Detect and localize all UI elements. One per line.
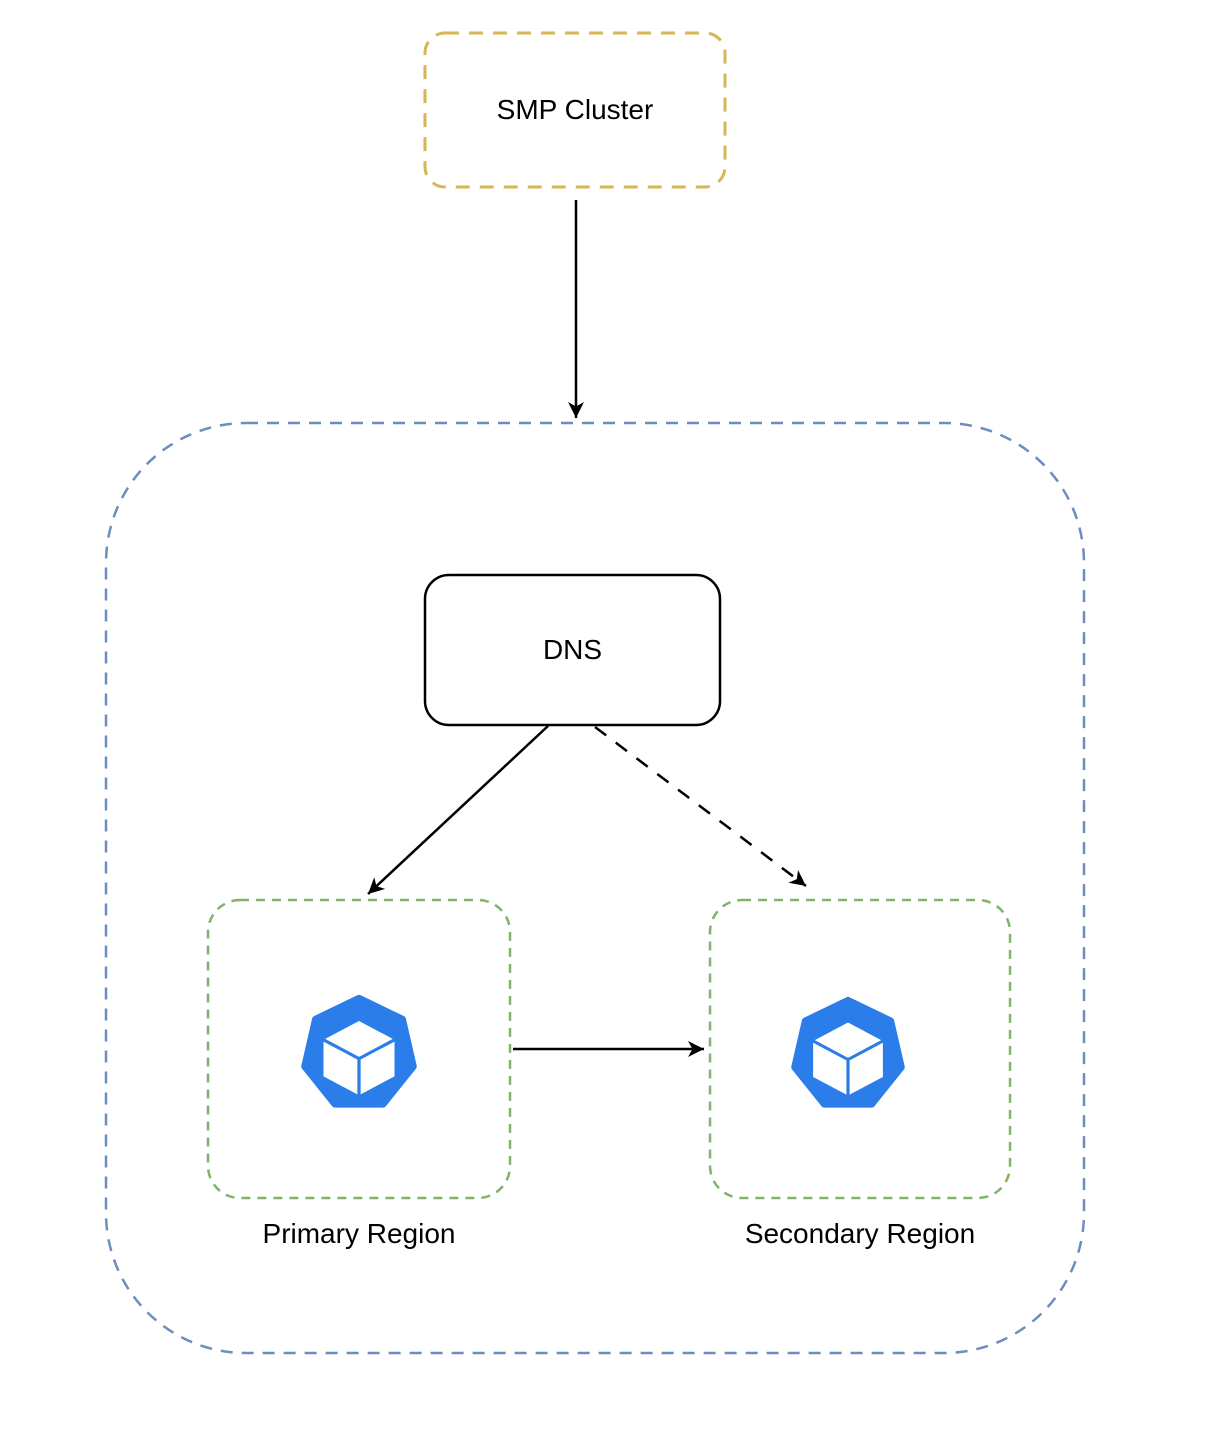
- k8s-cluster-icon: [795, 1000, 902, 1104]
- edge-dns-to-primary: [367, 725, 549, 895]
- smp-cluster-node: [423, 31, 727, 189]
- edge-dns-to-secondary: [594, 726, 807, 887]
- primary-region-label: Primary Region: [262, 1218, 456, 1250]
- outer-container: [104, 421, 1086, 1355]
- secondary-region-label: Secondary Region: [744, 1218, 976, 1250]
- k8s-cluster-icon: [305, 998, 414, 1104]
- smp-cluster-label: SMP Cluster: [496, 94, 654, 126]
- secondary-region-box: [708, 898, 1012, 1200]
- primary-region-box: [206, 898, 512, 1200]
- dns-node: [423, 573, 722, 727]
- dns-label: DNS: [542, 634, 603, 666]
